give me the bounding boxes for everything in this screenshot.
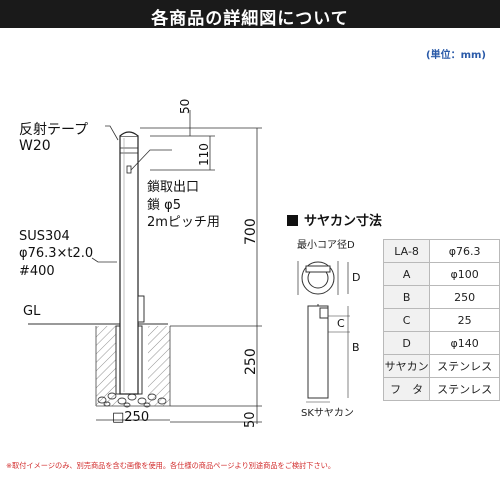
dim-embed-250: 250 (243, 348, 259, 375)
spec-value: 25 (429, 308, 500, 332)
sleeve-caption: SKサヤカン (301, 408, 354, 419)
bollard-post (119, 131, 145, 395)
unit-label: (単位：mm) (426, 50, 486, 61)
spec-key: D (382, 331, 431, 355)
spec-value: φ100 (429, 262, 500, 286)
sayakan-section-title: サヤカン寸法 (287, 210, 382, 229)
mark-b: B (352, 341, 360, 354)
spec-key: フ タ (382, 377, 431, 401)
lock-outlet-label: 鎖取出口 (147, 180, 200, 195)
lock-pitch-label: 2mピッチ用 (147, 215, 220, 230)
sayakan-title-text: サヤカン寸法 (304, 214, 383, 229)
pipe-size-label: φ76.3×t2.0 (19, 246, 94, 261)
square-bullet-icon (287, 215, 298, 226)
dim-top-110: 110 (197, 143, 211, 166)
tape-width-label: W20 (19, 138, 51, 154)
mark-c: C (337, 317, 345, 330)
sleeve-diagram (297, 261, 350, 403)
spec-key: C (382, 308, 431, 332)
dim-width-250: □250 (112, 410, 150, 425)
footer-note: ※取付イメージのみ、別売商品を含む画像を使用。各仕様の商品ページより別途商品をご… (6, 461, 336, 470)
spec-value: ステンレス (429, 377, 500, 401)
min-core-label: 最小コア径D (297, 240, 355, 251)
reflective-tape-label: 反射テープ (19, 122, 89, 138)
spec-key: サヤカン (382, 354, 431, 378)
mark-d: D (352, 271, 361, 284)
spec-value: ステンレス (429, 354, 500, 378)
dimension-lines (96, 110, 262, 424)
lock-chain-label: 鎖 φ5 (147, 198, 181, 213)
page-title: 各商品の詳細図について (151, 9, 349, 29)
spec-key: A (382, 262, 431, 286)
page-header: 各商品の詳細図について (0, 0, 500, 29)
spec-row: フ タステンレス (382, 377, 500, 401)
foundation (95, 326, 171, 406)
spec-value: φ140 (429, 331, 500, 355)
spec-key: LA-8 (382, 239, 431, 263)
dim-top-50: 50 (178, 98, 192, 114)
dim-base-50: 50 (243, 411, 258, 428)
dim-height-700: 700 (243, 218, 259, 245)
spec-value: φ76.3 (429, 239, 500, 263)
finish-grade-label: #400 (19, 264, 55, 279)
ground-level-label: GL (23, 304, 41, 319)
spec-row: サヤカンステンレス (382, 354, 500, 378)
spec-value: 250 (429, 285, 500, 309)
material-label: SUS304 (19, 229, 70, 244)
leader-lines (91, 125, 172, 263)
spec-key: B (382, 285, 431, 309)
